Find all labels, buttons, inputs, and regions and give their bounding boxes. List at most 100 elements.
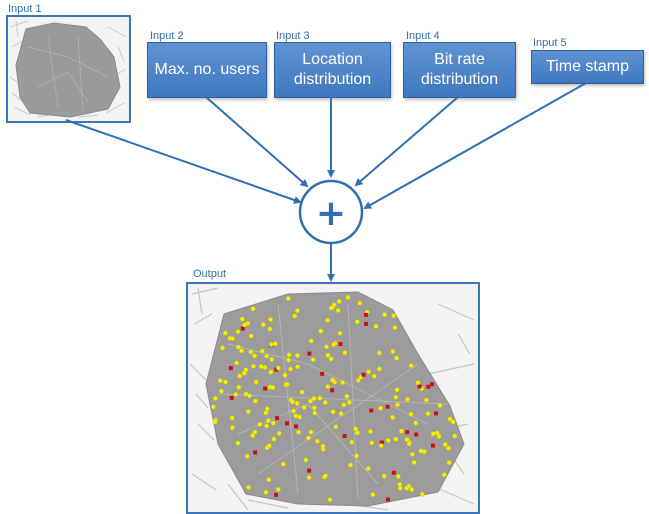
- user-marker-red: [285, 421, 289, 426]
- user-marker-yellow: [397, 481, 403, 487]
- user-marker-yellow: [353, 426, 359, 432]
- user-marker-yellow: [344, 394, 350, 399]
- user-marker-yellow: [248, 349, 254, 355]
- user-marker-yellow: [381, 473, 387, 479]
- user-marker-yellow: [252, 353, 258, 359]
- user-marker-yellow: [246, 484, 251, 490]
- max-users-box: Max. no. users: [147, 42, 267, 98]
- user-marker-yellow: [290, 399, 296, 405]
- user-marker-yellow: [322, 473, 328, 479]
- user-marker-yellow: [349, 439, 355, 445]
- user-marker-yellow: [220, 345, 225, 351]
- user-marker-yellow: [392, 325, 398, 330]
- user-marker-yellow: [295, 364, 301, 370]
- input-map-graphic: [8, 17, 129, 121]
- user-marker-yellow: [413, 420, 419, 426]
- user-marker-yellow: [264, 423, 270, 429]
- user-marker-red: [263, 386, 268, 391]
- user-marker-yellow: [395, 402, 400, 408]
- user-marker-red: [274, 492, 278, 497]
- user-marker-yellow: [234, 360, 240, 366]
- user-marker-yellow: [286, 357, 291, 363]
- user-marker-yellow: [236, 344, 241, 350]
- user-marker-yellow: [328, 356, 334, 362]
- user-marker-yellow: [409, 451, 415, 457]
- user-marker-yellow: [340, 380, 346, 385]
- user-marker-red: [253, 450, 258, 455]
- user-marker-yellow: [266, 477, 272, 483]
- input-4-label: Input 4: [406, 30, 440, 42]
- user-marker-yellow: [288, 366, 293, 372]
- user-marker-yellow: [330, 409, 336, 415]
- user-marker-yellow: [239, 348, 244, 354]
- user-marker-yellow: [408, 363, 414, 369]
- user-marker-yellow: [357, 300, 363, 306]
- user-marker-yellow: [411, 459, 417, 465]
- user-marker-yellow: [390, 415, 396, 420]
- user-marker-yellow: [330, 377, 336, 383]
- user-marker-yellow: [270, 385, 276, 390]
- arrow-input-1: [65, 119, 302, 204]
- user-marker-yellow: [294, 401, 300, 406]
- user-marker-yellow: [437, 403, 443, 409]
- user-marker-yellow: [250, 433, 256, 438]
- user-marker-yellow: [430, 431, 436, 437]
- user-marker-yellow: [235, 329, 241, 334]
- user-marker-yellow: [252, 429, 258, 435]
- user-marker-yellow: [263, 489, 269, 495]
- user-marker-yellow: [285, 296, 291, 301]
- arrow-input-2: [205, 96, 309, 188]
- user-marker-yellow: [253, 379, 259, 385]
- input-5-label: Input 5: [533, 37, 567, 49]
- user-marker-yellow: [276, 365, 281, 371]
- user-marker-red: [379, 440, 384, 445]
- user-marker-red: [431, 443, 435, 448]
- user-marker-red: [430, 382, 435, 387]
- user-marker-yellow: [337, 330, 343, 336]
- user-marker-yellow: [373, 324, 379, 329]
- user-marker-yellow: [391, 313, 397, 319]
- user-marker-yellow: [237, 373, 242, 379]
- arrow-input-5: [363, 82, 587, 209]
- user-marker-yellow: [267, 326, 273, 332]
- user-marker-yellow: [418, 448, 424, 454]
- user-marker-yellow: [425, 411, 431, 417]
- user-marker-yellow: [268, 369, 274, 375]
- input-3-label: Input 3: [276, 30, 310, 42]
- user-marker-yellow: [338, 411, 344, 417]
- user-marker-yellow: [245, 409, 251, 415]
- user-marker-yellow: [366, 369, 372, 375]
- combiner-circle: [298, 179, 364, 245]
- user-marker-yellow: [248, 333, 254, 339]
- user-marker-yellow: [223, 330, 228, 336]
- user-marker-yellow: [394, 387, 400, 393]
- user-marker-yellow: [390, 349, 396, 354]
- input-1-map: [6, 15, 131, 123]
- user-marker-yellow: [235, 440, 241, 446]
- user-marker-yellow: [303, 457, 309, 463]
- user-marker-red: [228, 366, 233, 371]
- user-marker-red: [385, 404, 390, 409]
- user-marker-yellow: [447, 416, 453, 422]
- arrow-input-4: [354, 96, 459, 187]
- user-marker-red: [434, 411, 438, 416]
- user-marker-yellow: [324, 344, 329, 350]
- user-marker-yellow: [399, 428, 404, 434]
- user-marker-red: [414, 432, 419, 437]
- user-marker-yellow: [415, 380, 421, 386]
- input-2-label: Input 2: [150, 30, 184, 42]
- user-marker-red: [274, 367, 279, 372]
- user-marker-yellow: [264, 353, 270, 359]
- user-marker-yellow: [308, 338, 314, 344]
- user-marker-yellow: [230, 336, 235, 341]
- user-marker-red: [330, 388, 335, 393]
- user-marker-yellow: [409, 486, 415, 492]
- user-marker-yellow: [271, 436, 277, 442]
- user-marker-yellow: [270, 420, 276, 426]
- user-marker-red: [342, 434, 347, 439]
- user-marker-yellow: [450, 419, 456, 425]
- user-marker-yellow: [268, 342, 274, 347]
- user-marker-yellow: [272, 341, 278, 347]
- user-marker-yellow: [230, 425, 235, 431]
- user-marker-yellow: [333, 424, 339, 430]
